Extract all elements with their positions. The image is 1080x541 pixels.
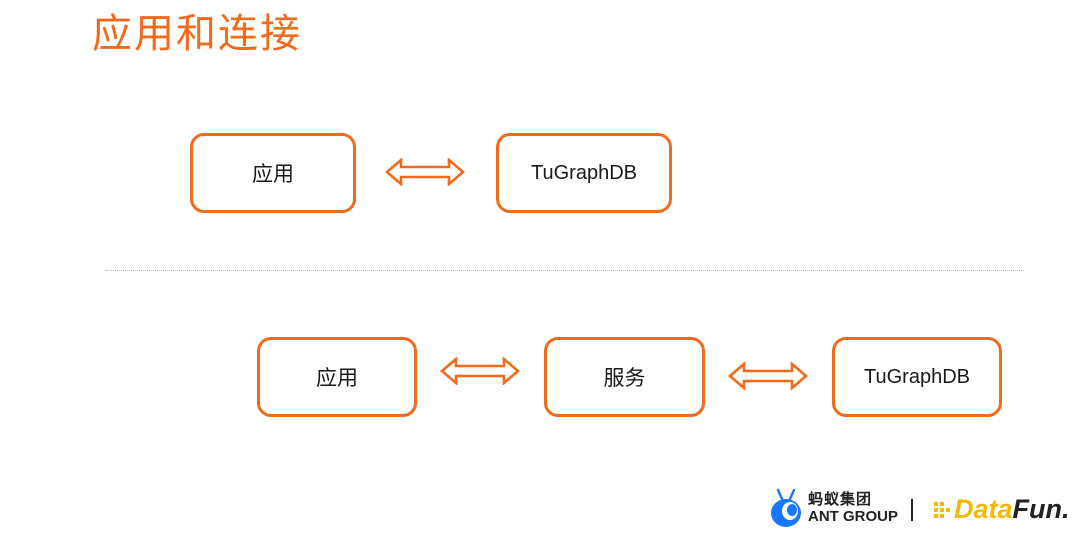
box-db-bottom: TuGraphDB	[832, 337, 1002, 417]
double-arrow-icon	[385, 158, 465, 186]
ant-group-en-label: ANT GROUP	[808, 508, 898, 525]
section-divider	[106, 270, 1024, 271]
box-service-bottom: 服务	[544, 337, 705, 417]
box-app-top: 应用	[190, 133, 356, 213]
box-service-bottom-label: 服务	[603, 366, 646, 390]
footer-separator	[911, 499, 913, 521]
box-db-top-label: TuGraphDB	[531, 161, 637, 184]
ant-group-cn-label: 蚂蚁集团	[808, 490, 873, 508]
double-arrow-icon	[728, 362, 808, 390]
datafun-label-fun: Fun.	[1012, 494, 1070, 524]
box-db-top: TuGraphDB	[496, 133, 672, 213]
box-db-bottom-label: TuGraphDB	[864, 365, 970, 388]
datafun-label-data: Data	[954, 494, 1013, 524]
double-arrow-icon	[440, 357, 520, 385]
ant-icon	[771, 488, 801, 527]
box-app-bottom: 应用	[257, 337, 417, 417]
dots-icon	[934, 502, 950, 518]
slide-title: 应用和连接	[92, 11, 302, 57]
box-app-top-label: 应用	[252, 162, 294, 186]
ant-group-logo: 蚂蚁集团 ANT GROUP	[768, 488, 898, 528]
datafun-logo: DataFun.	[932, 494, 1070, 524]
box-app-bottom-label: 应用	[316, 366, 358, 390]
